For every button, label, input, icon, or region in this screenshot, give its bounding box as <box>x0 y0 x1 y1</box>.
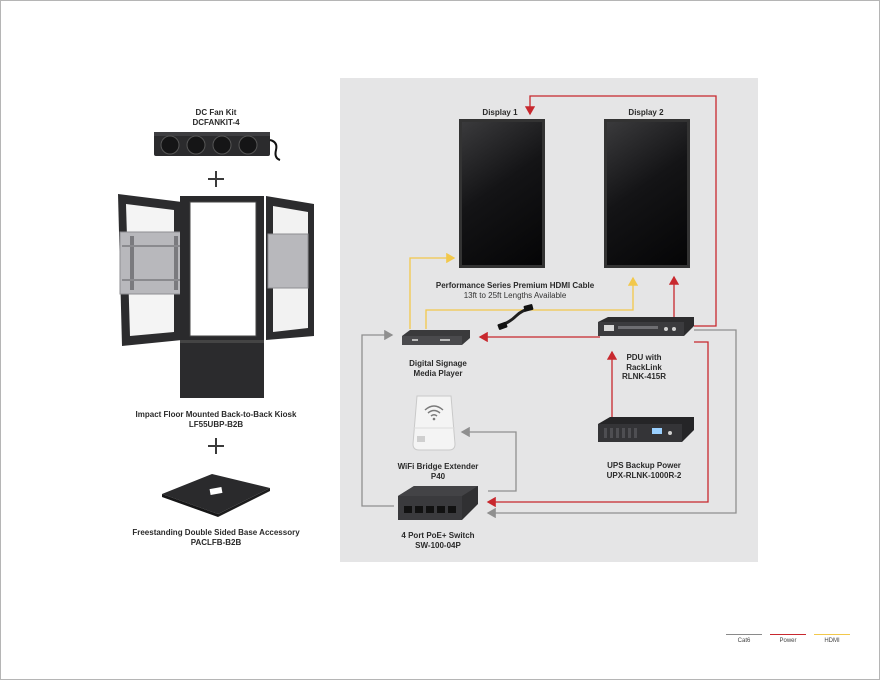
base-name: Freestanding Double Sided Base Accessory <box>132 528 300 537</box>
switch-label: 4 Port PoE+ Switch SW-100-04P <box>386 531 490 550</box>
display2-label: Display 2 <box>628 108 664 117</box>
wifi-label: WiFi Bridge Extender P40 <box>386 462 490 481</box>
switch-model: SW-100-04P <box>415 540 461 550</box>
pdu-line2: RackLink <box>626 362 662 372</box>
hdmi-line-display1 <box>409 252 456 329</box>
cat6-line-pdu <box>486 329 737 519</box>
switch-name: 4 Port PoE+ Switch <box>401 531 475 540</box>
legend-item-cat6: Cat6 <box>726 634 762 646</box>
display1-screen <box>459 119 545 268</box>
pdu-label: PDU with RackLink RLNK-415R <box>604 353 684 382</box>
legend-item-power: Power <box>770 634 806 646</box>
legend-item-hdmi: HDMI <box>814 634 850 646</box>
kiosk-image <box>118 194 314 398</box>
kiosk-label: Impact Floor Mounted Back-to-Back Kiosk … <box>126 410 306 429</box>
media-player-line1: Digital Signage <box>409 359 467 368</box>
wifi-extender-image <box>412 395 456 451</box>
cat6-line-wifi <box>460 426 517 492</box>
pdu-image <box>598 317 694 336</box>
pdu-line1: PDU with <box>626 353 662 362</box>
fan-kit-image <box>154 132 281 161</box>
hdmi-cable-label: Performance Series Premium HDMI Cable 13… <box>420 281 610 300</box>
poe-switch-image <box>398 486 478 520</box>
legend-label-hdmi: HDMI <box>824 638 840 644</box>
power-line-switch <box>486 341 709 508</box>
legend-label-cat6: Cat6 <box>737 638 751 644</box>
media-player-image <box>402 330 470 345</box>
ups-label: UPS Backup Power UPX-RLNK-1000R-2 <box>594 461 694 480</box>
display2-screen <box>604 119 690 268</box>
kiosk-name: Impact Floor Mounted Back-to-Back Kiosk <box>135 410 297 419</box>
base-model: PACLFB-B2B <box>190 537 242 547</box>
ups-image <box>598 417 694 442</box>
wifi-model: P40 <box>430 471 446 481</box>
legend-swatch-hdmi <box>814 634 850 635</box>
hdmi-cable-name: Performance Series Premium HDMI Cable <box>435 281 595 290</box>
plus-icon <box>207 170 225 188</box>
base-label: Freestanding Double Sided Base Accessory… <box>116 528 316 547</box>
media-player-line2: Media Player <box>413 368 463 378</box>
cat6-line-media-player <box>361 329 394 507</box>
legend-label-power: Power <box>779 638 797 644</box>
legend-swatch-power <box>770 634 806 635</box>
wifi-name: WiFi Bridge Extender <box>397 462 479 471</box>
kiosk-model: LF55UBP-B2B <box>188 419 244 429</box>
fan-kit-name: DC Fan Kit <box>195 108 237 117</box>
power-line-display1 <box>524 95 717 327</box>
display1-label: Display 1 <box>482 108 518 117</box>
base-image <box>162 474 270 517</box>
ups-model: UPX-RLNK-1000R-2 <box>606 470 682 480</box>
hdmi-cable-image <box>497 304 534 330</box>
pdu-line3: RLNK-415R <box>621 372 666 381</box>
plus-icon <box>207 437 225 455</box>
media-player-label: Digital Signage Media Player <box>396 359 480 378</box>
legend-swatch-cat6 <box>726 634 762 635</box>
fan-kit-model: DCFANKIT-4 <box>192 117 240 127</box>
wifi-icon <box>424 405 444 421</box>
ups-name: UPS Backup Power <box>607 461 681 470</box>
fan-kit-label: DC Fan Kit DCFANKIT-4 <box>156 108 276 127</box>
hdmi-cable-sub: 13ft to 25ft Lengths Available <box>463 290 567 300</box>
